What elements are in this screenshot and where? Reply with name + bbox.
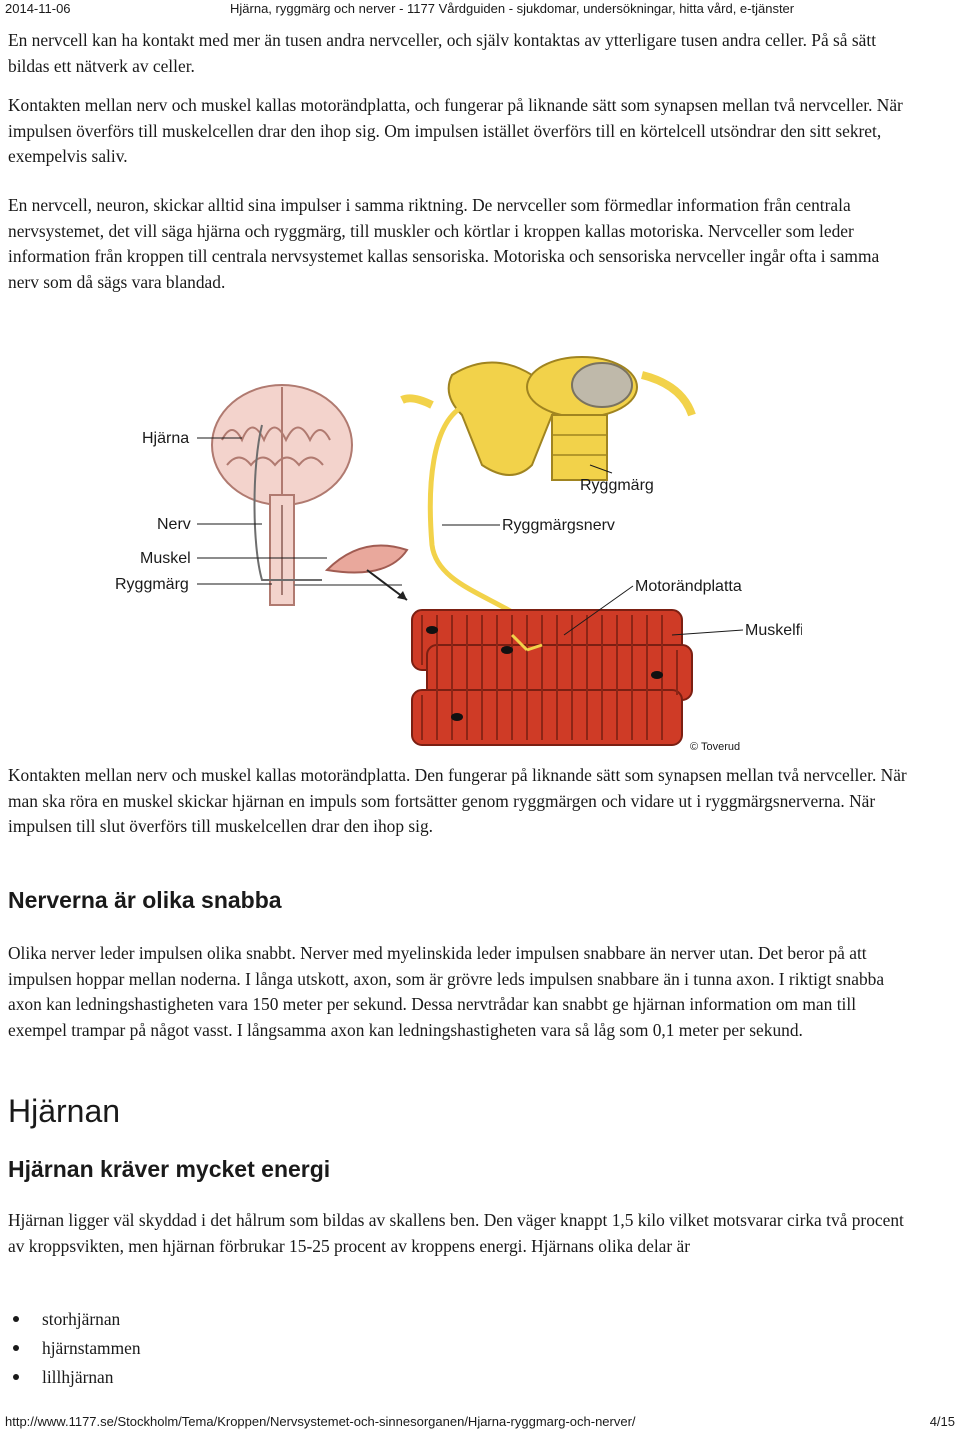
copyright-label: © Toverud: [690, 741, 740, 753]
label-hjarna: Hjärna: [142, 430, 189, 447]
paragraph-motor-endplate-detail: Kontakten mellan nerv och muskel kallas …: [8, 765, 907, 837]
brain-illustration: [211, 384, 353, 606]
print-footer: http://www.1177.se/Stockholm/Tema/Kroppe…: [0, 1412, 960, 1432]
brain-parts-list: storhjärnan hjärnstammen lillhjärnan: [8, 1305, 141, 1392]
label-motorandplatta: Motorändplatta: [635, 578, 742, 595]
heading-nerve-speed: Nerverna är olika snabba: [8, 887, 282, 913]
print-header: 2014-11-06 Hjärna, ryggmärg och nerver -…: [0, 0, 960, 18]
muscle-fibers-illustration: [411, 609, 693, 746]
label-ryggmarg-left: Ryggmärg: [115, 576, 189, 593]
heading-brain: Hjärnan: [8, 1093, 121, 1129]
label-muskelfiber: Muskelfiber: [745, 622, 802, 639]
page-number: 4/15: [929, 1414, 955, 1429]
label-ryggmarg-right: Ryggmärg: [580, 477, 654, 494]
paragraph-motor-endplate: Kontakten mellan nerv och muskel kallas …: [8, 95, 903, 167]
nerve-muscle-illustration: Hjärna Nerv Muskel Ryggmärg Ryggmärg Ryg…: [115, 356, 802, 753]
page-title: Hjärna, ryggmärg och nerver - 1177 Vårdg…: [230, 1, 795, 16]
paragraph-neuron-direction: En nervcell, neuron, skickar alltid sina…: [8, 195, 880, 293]
paragraph-network: En nervcell kan ha kontakt med mer än tu…: [8, 30, 877, 76]
small-muscle-illustration: [294, 544, 409, 601]
list-item: hjärnstammen: [13, 1334, 141, 1363]
list-item: storhjärnan: [13, 1305, 141, 1334]
label-muskel: Muskel: [140, 550, 191, 567]
page-url: http://www.1177.se/Stockholm/Tema/Kroppe…: [5, 1414, 636, 1429]
spinal-cord-illustration: [400, 356, 696, 481]
label-nerv: Nerv: [157, 516, 191, 533]
print-date: 2014-11-06: [5, 1, 71, 16]
label-ryggmargsnerv: Ryggmärgsnerv: [502, 517, 615, 534]
heading-brain-energy: Hjärnan kräver mycket energi: [8, 1156, 331, 1182]
paragraph-brain-energy: Hjärnan ligger väl skyddad i det hålrum …: [8, 1210, 904, 1256]
paragraph-nerve-speed: Olika nerver leder impulsen olika snabbt…: [8, 943, 885, 1041]
spinal-nerve-line: [427, 404, 534, 628]
list-item: lillhjärnan: [13, 1363, 141, 1392]
